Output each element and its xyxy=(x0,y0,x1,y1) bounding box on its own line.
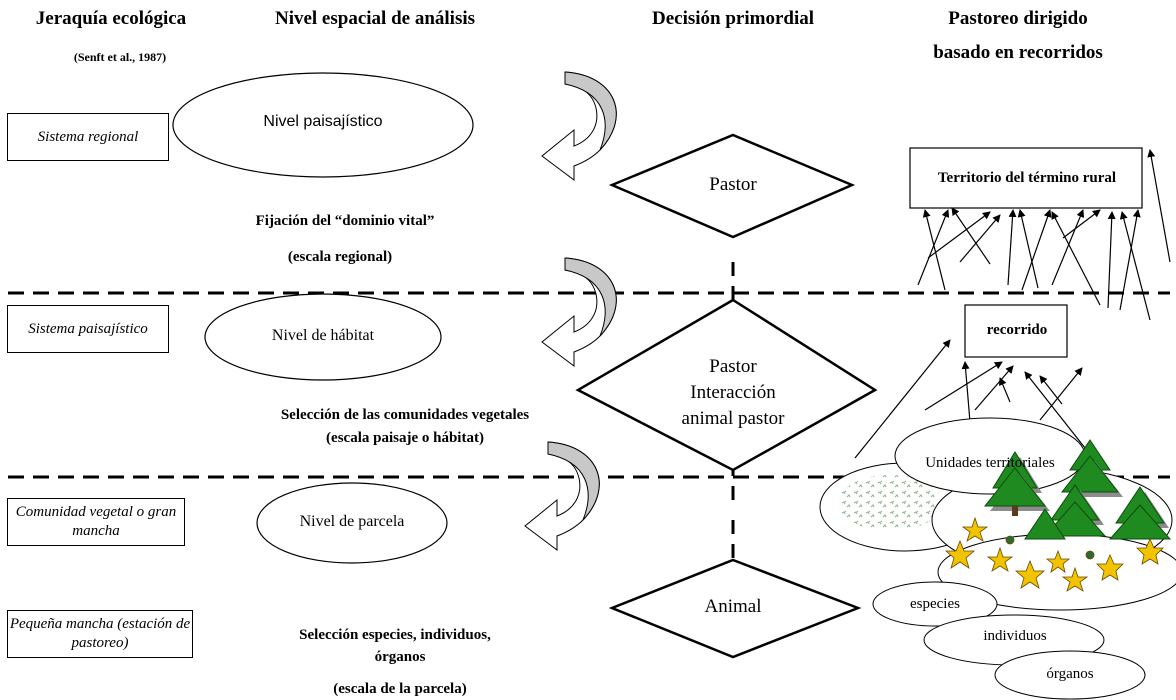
decision-label-interaction-line1: Pastor xyxy=(709,356,757,377)
spatial-level-habitat xyxy=(204,293,442,381)
curved-arrow-habitat xyxy=(541,257,617,367)
route-box-label: recorrido xyxy=(986,322,1048,338)
spatial-level-label-landscape: Nivel paisajístico xyxy=(263,113,383,130)
territory-box xyxy=(909,147,1143,209)
description-parcel-line1: Selección especies, individuos, xyxy=(299,627,491,643)
hierarchy-box-small-patch: Pequeña mancha (estación de pastoreo) xyxy=(7,610,193,658)
spatial-level-parcel xyxy=(256,482,448,564)
header-primary-decision: Decisión primordial xyxy=(651,8,815,29)
decision-diamond-herder xyxy=(608,133,856,239)
decision-label-herder: Pastor xyxy=(709,174,757,195)
decision-label-interaction-line2: Interacción xyxy=(690,382,776,403)
organs-ellipse xyxy=(994,650,1146,700)
hierarchy-label: Sistema regional xyxy=(37,128,139,145)
curved-arrow-landscape xyxy=(541,71,617,181)
spatial-level-landscape xyxy=(172,72,474,178)
description-parcel-line3: (escala de la parcela) xyxy=(333,681,467,697)
header-directed-grazing-line2: basado en recorridos xyxy=(933,42,1103,63)
description-habitat-line1: Selección de las comunidades vegetales xyxy=(280,407,530,423)
arrows-to-territory xyxy=(917,149,1171,321)
species-ellipse xyxy=(872,581,998,627)
individuals-label: individuos xyxy=(983,628,1047,644)
decision-diamond-animal xyxy=(608,558,862,659)
description-regional-line1: Fijación del “dominio vital” xyxy=(255,213,435,229)
description-regional-line2: (escala regional) xyxy=(287,249,393,265)
curved-arrow-parcel xyxy=(524,441,600,551)
spatial-level-label-habitat: Nivel de hábitat xyxy=(271,327,375,344)
route-box xyxy=(964,304,1068,358)
arrows-to-route xyxy=(854,339,1086,459)
description-parcel-line2: órganos xyxy=(374,649,426,665)
hierarchy-label: Comunidad vegetal o gran mancha xyxy=(15,504,177,539)
species-label: especies xyxy=(910,596,960,612)
header-ecological-citation: (Senft et al., 1987) xyxy=(73,50,167,64)
organs-label: órganos xyxy=(1046,666,1094,682)
decision-diamond-interaction xyxy=(575,298,878,472)
hierarchy-box-regional-system: Sistema regional xyxy=(7,113,169,161)
hierarchy-box-plant-community: Comunidad vegetal o gran mancha xyxy=(7,498,185,546)
decision-label-animal: Animal xyxy=(704,596,762,617)
pine-trees-icon xyxy=(983,439,1172,540)
description-habitat-line2: (escala paisaje o hábitat) xyxy=(326,430,484,446)
header-spatial-level: Nivel espacial de análisis xyxy=(274,8,476,29)
territorial-units-label: Unidades territoriales xyxy=(925,455,1055,471)
decision-label-interaction-line3: animal pastor xyxy=(681,408,785,429)
territory-label: Territorio del término rural xyxy=(937,170,1117,186)
hierarchy-label: Sistema paisajístico xyxy=(28,320,148,337)
hierarchy-box-landscape-system: Sistema paisajístico xyxy=(7,305,169,353)
header-directed-grazing-line1: Pastoreo dirigido xyxy=(948,8,1088,29)
spatial-level-label-parcel: Nivel de parcela xyxy=(299,513,405,530)
header-ecological-hierarchy: Jeraquía ecológica xyxy=(35,8,187,29)
hierarchy-label: Pequeña mancha (estación de pastoreo) xyxy=(9,616,191,651)
flowers-icon xyxy=(944,516,1164,592)
